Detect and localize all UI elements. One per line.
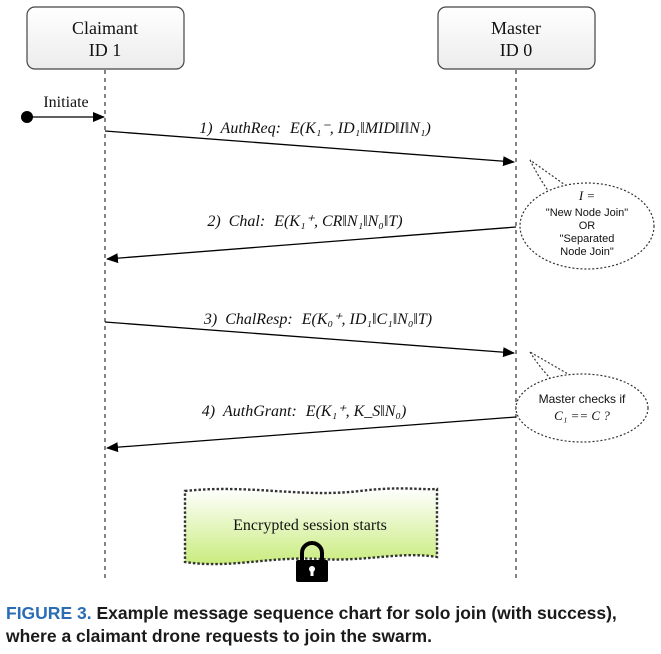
message-4-formula: E(K₁⁺, K_S‖N₀)	[305, 403, 407, 420]
note-bubble-2: Master checks if C₁ == C ?	[516, 352, 648, 442]
lifeline-id-claimant: ID 1	[89, 40, 122, 60]
message-1-formula: E(K₁⁻, ID₁‖MID‖I‖N₁)	[289, 120, 431, 137]
initiate-label: Initiate	[43, 94, 88, 111]
session-label: Encrypted session starts	[233, 517, 387, 534]
message-4-number: 4)	[202, 403, 215, 420]
note-2-line-2: C₁ == C ?	[554, 408, 610, 423]
message-3-label: 3) ChalResp: E(K₀⁺, ID₁‖C₁‖N₀‖T)	[203, 311, 432, 328]
message-3-formula: E(K₀⁺, ID₁‖C₁‖N₀‖T)	[301, 311, 432, 328]
lifeline-id-master: ID 0	[500, 40, 533, 60]
message-2-number: 2)	[207, 213, 220, 230]
message-3-number: 3)	[203, 311, 217, 328]
message-4-label: 4) AuthGrant: E(K₁⁺, K_S‖N₀)	[202, 403, 407, 420]
encrypted-session-banner: Encrypted session starts	[185, 488, 437, 582]
message-2-formula: E(K₁⁺, CR‖N₁‖N₀‖T)	[273, 213, 402, 230]
note-1-line-4: "Separated	[560, 233, 615, 245]
message-3-name: ChalResp:	[225, 311, 293, 328]
sequence-diagram: Claimant ID 1 Master ID 0 Initiate 1) Au…	[0, 0, 661, 600]
note-2-line-1: Master checks if	[539, 392, 626, 406]
message-1-number: 1)	[199, 120, 212, 137]
note-1-line-2: "New Node Join"	[546, 207, 628, 219]
lifeline-name-claimant: Claimant	[72, 18, 138, 38]
lifeline-name-master: Master	[491, 18, 541, 38]
caption-figure-number: FIGURE 3.	[6, 603, 92, 623]
message-1-name: AuthReq:	[220, 120, 281, 137]
message-4-name: AuthGrant:	[222, 403, 297, 420]
note-1-line-3: OR	[579, 220, 596, 232]
message-2-label: 2) Chal: E(K₁⁺, CR‖N₁‖N₀‖T)	[207, 213, 402, 230]
message-2-arrow	[107, 227, 516, 259]
figure-caption: FIGURE 3. Example message sequence chart…	[6, 602, 658, 648]
message-2-name: Chal:	[229, 213, 265, 230]
note-1-line-1: I =	[578, 188, 595, 203]
lifeline-claimant: Claimant ID 1	[27, 7, 184, 578]
message-1-label: 1) AuthReq: E(K₁⁻, ID₁‖MID‖I‖N₁)	[199, 120, 431, 137]
note-bubble-1: I = "New Node Join" OR "Separated Node J…	[520, 160, 654, 269]
note-1-line-5: Node Join"	[560, 246, 614, 258]
caption-text: Example message sequence chart for solo …	[6, 603, 617, 646]
lifeline-master: Master ID 0	[438, 7, 595, 578]
message-4-arrow	[107, 417, 516, 448]
